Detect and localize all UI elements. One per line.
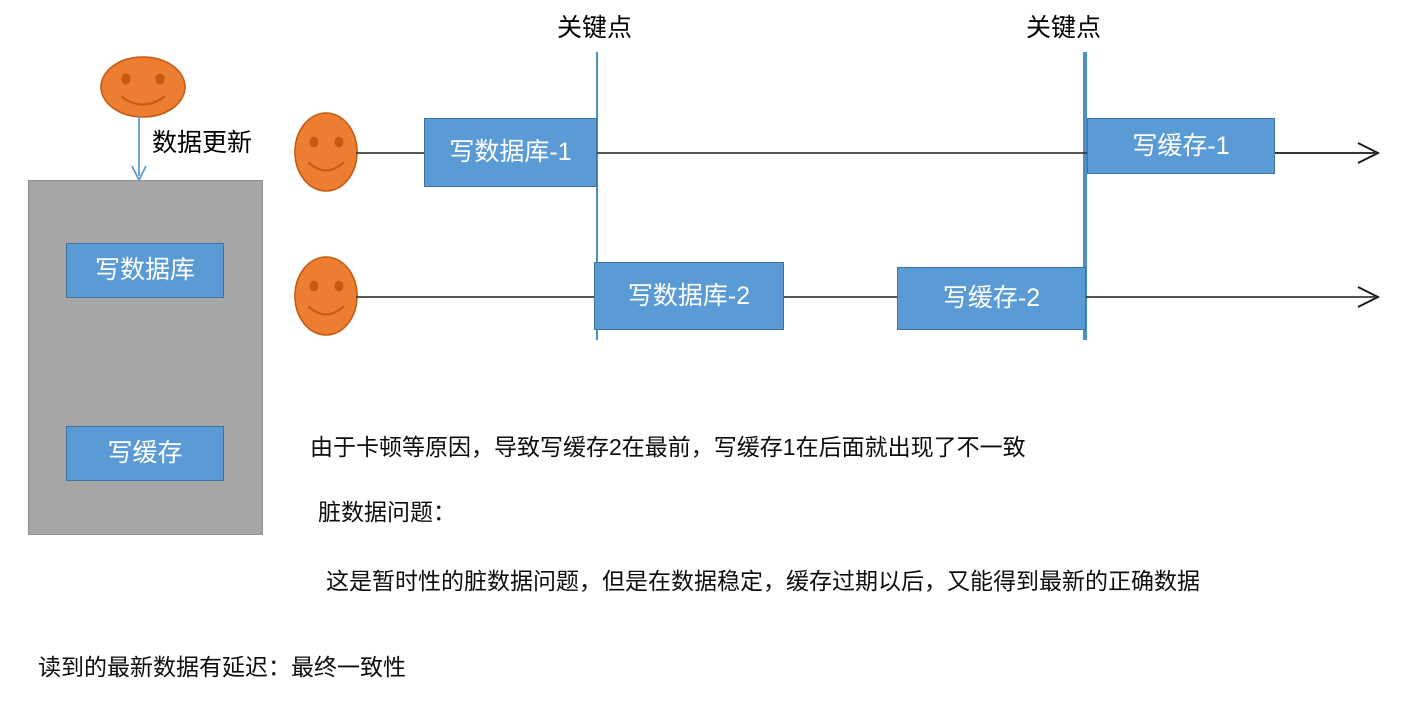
box-write-db-2[interactable]: 写数据库-2 xyxy=(594,262,784,330)
keypoint-label-2: 关键点 xyxy=(1026,14,1102,42)
keypoint-line-2 xyxy=(1083,52,1087,340)
box-write-cache-2[interactable]: 写缓存-2 xyxy=(897,267,1086,330)
smiley-actor-icon-2 xyxy=(294,256,358,336)
smiley-actor-icon-1 xyxy=(294,112,358,192)
keypoint-label-1: 关键点 xyxy=(557,14,633,42)
smiley-actor-icon-0 xyxy=(100,56,186,118)
note-dirty-data-detail: 这是暂时性的脏数据问题，但是在数据稳定，缓存过期以后，又能得到最新的正确数据 xyxy=(326,568,1200,594)
note-eventual-consistency: 读到的最新数据有延迟：最终一致性 xyxy=(38,654,406,680)
box-write-db-1[interactable]: 写数据库-1 xyxy=(424,118,597,187)
keypoint-line-1 xyxy=(596,52,598,340)
box-write-cache-1[interactable]: 写缓存-1 xyxy=(1087,118,1275,174)
note-inconsistency: 由于卡顿等原因，导致写缓存2在最前，写缓存1在后面就出现了不一致 xyxy=(310,434,1026,460)
note-dirty-data-heading: 脏数据问题： xyxy=(318,499,456,525)
box-write-db-left[interactable]: 写数据库 xyxy=(66,243,224,298)
data-update-label: 数据更新 xyxy=(152,129,253,157)
box-write-cache-left[interactable]: 写缓存 xyxy=(66,426,224,481)
write-group-container xyxy=(28,180,263,535)
data-update-arrow xyxy=(131,116,147,183)
